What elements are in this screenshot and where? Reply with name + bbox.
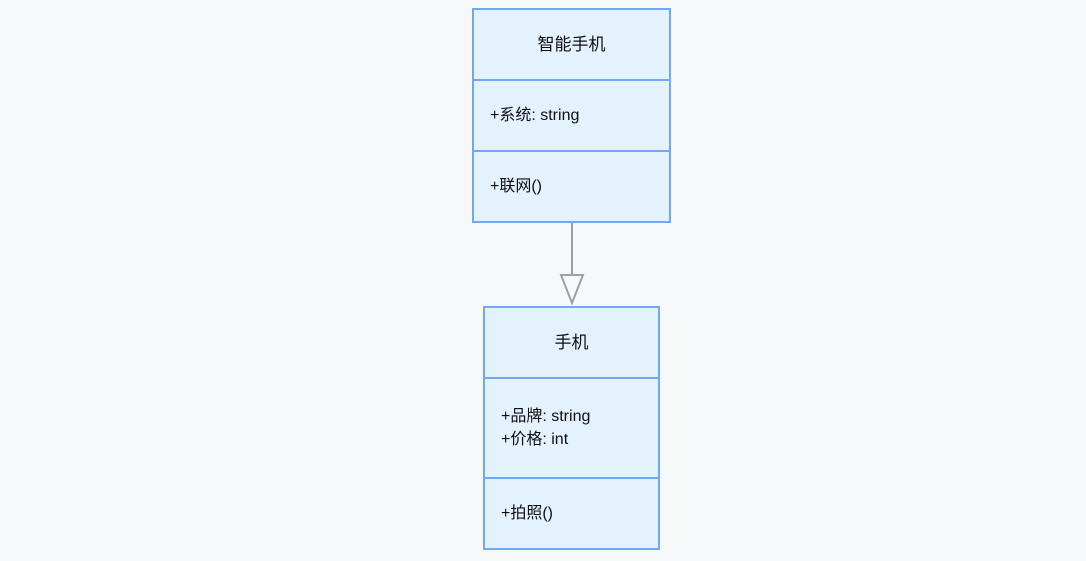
class-attributes-section: +品牌: string +价格: int — [485, 376, 658, 477]
class-methods-section: +联网() — [474, 150, 669, 221]
class-attribute: +系统: string — [490, 106, 580, 124]
class-methods-section: +拍照() — [485, 477, 658, 548]
class-name-phone: 手机 — [554, 332, 589, 352]
uml-class-smartphone[interactable]: 智能手机 +系统: string +联网() — [472, 8, 671, 223]
class-method: +拍照() — [501, 504, 554, 522]
class-method: +联网() — [490, 178, 543, 196]
class-title-section: 智能手机 — [474, 10, 669, 79]
hollow-triangle-arrowhead — [559, 274, 585, 306]
class-title-section: 手机 — [485, 308, 658, 377]
class-attribute: +价格: int — [501, 430, 569, 448]
class-attribute: +品牌: string — [501, 407, 591, 425]
uml-class-phone[interactable]: 手机 +品牌: string +价格: int +拍照() — [483, 306, 660, 550]
class-name-smartphone: 智能手机 — [537, 34, 606, 54]
class-attributes-section: +系统: string — [474, 78, 669, 151]
